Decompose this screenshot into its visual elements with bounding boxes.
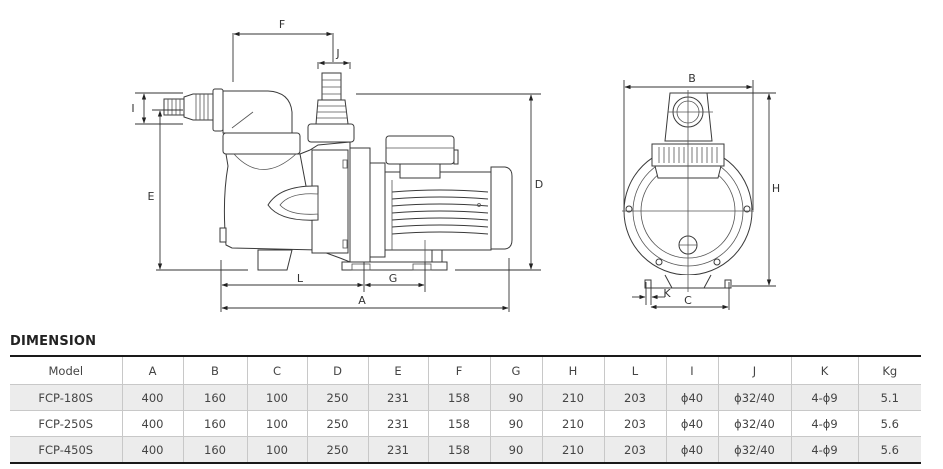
dim-label-I: I [131, 102, 134, 115]
column-header-c: C [246, 356, 308, 385]
column-header-k: K [790, 356, 859, 385]
cell-b: 160 [182, 384, 248, 411]
dim-label-A: A [358, 294, 366, 307]
strainer-lid [222, 132, 301, 155]
cell-l: 203 [603, 436, 667, 463]
dim-label-L: L [297, 272, 304, 285]
pump-dimension-drawing: F J I E D L G A [131, 18, 780, 312]
dim-label-G: G [389, 272, 398, 285]
cell-kg: 5.6 [857, 436, 921, 463]
cell-j: ϕ32/40 [717, 410, 792, 437]
dim-label-J: J [335, 47, 339, 60]
cell-f: 158 [427, 436, 491, 463]
cell-i: ϕ40 [665, 436, 719, 463]
cell-l: 203 [603, 384, 667, 411]
cell-c: 100 [246, 410, 308, 437]
cell-d: 250 [306, 436, 369, 463]
column-header-j: J [717, 356, 792, 385]
cell-model: FCP-450S [10, 436, 123, 463]
cell-kg: 5.6 [857, 410, 921, 437]
table-row: FCP-180S 400 160 100 250 231 158 90 210 … [10, 384, 921, 411]
cell-a: 400 [121, 384, 184, 411]
cell-g: 90 [489, 410, 543, 437]
fan-cover [490, 166, 513, 250]
cell-h: 210 [541, 384, 605, 411]
cell-i: ϕ40 [665, 410, 719, 437]
cell-j: ϕ32/40 [717, 384, 792, 411]
cell-a: 400 [121, 436, 184, 463]
table-header-row: Model A B C D E F G H L I J K Kg [10, 356, 921, 385]
cell-b: 160 [182, 436, 248, 463]
cell-g: 90 [489, 436, 543, 463]
cell-i: ϕ40 [665, 384, 719, 411]
dim-label-K: K [663, 287, 671, 300]
cell-model: FCP-180S [10, 384, 123, 411]
dim-label-H: H [772, 182, 780, 195]
dim-label-F: F [279, 18, 285, 31]
column-header-b: B [182, 356, 248, 385]
column-header-model: Model [10, 356, 123, 385]
cell-h: 210 [541, 436, 605, 463]
column-header-f: F [427, 356, 491, 385]
column-header-kg: Kg [857, 356, 921, 385]
column-header-i: I [665, 356, 719, 385]
dimension-table: Model A B C D E F G H L I J K Kg FCP-180… [10, 355, 921, 464]
front-view-pump [622, 90, 754, 292]
dim-label-B: B [688, 72, 696, 85]
motor-flange [369, 162, 386, 258]
strainer-foot [257, 249, 293, 271]
cell-e: 231 [367, 384, 429, 411]
dim-label-E: E [148, 190, 155, 203]
side-view-pump [163, 72, 513, 271]
cell-k: 4-ϕ9 [790, 384, 859, 411]
inlet-barb [163, 88, 224, 132]
cell-h: 210 [541, 410, 605, 437]
table-row: FCP-450S 400 160 100 250 231 158 90 210 … [10, 436, 921, 463]
cell-d: 250 [306, 410, 369, 437]
column-header-g: G [489, 356, 543, 385]
cell-e: 231 [367, 436, 429, 463]
column-header-h: H [541, 356, 605, 385]
cell-g: 90 [489, 384, 543, 411]
terminal-box [385, 135, 455, 165]
column-header-d: D [306, 356, 369, 385]
cell-kg: 5.1 [857, 384, 921, 411]
cell-l: 203 [603, 410, 667, 437]
cell-d: 250 [306, 384, 369, 411]
outlet-barb [307, 72, 355, 143]
table-row: FCP-250S 400 160 100 250 231 158 90 210 … [10, 410, 921, 437]
column-header-l: L [603, 356, 667, 385]
cell-k: 4-ϕ9 [790, 436, 859, 463]
cell-k: 4-ϕ9 [790, 410, 859, 437]
cell-model: FCP-250S [10, 410, 123, 437]
cell-e: 231 [367, 410, 429, 437]
column-header-e: E [367, 356, 429, 385]
dim-label-C: C [684, 294, 692, 307]
inlet-elbow [222, 90, 293, 134]
motor-base [341, 261, 448, 271]
side-view-dimensions: F J I E D L G A [131, 18, 543, 312]
cell-f: 158 [427, 384, 491, 411]
cell-a: 400 [121, 410, 184, 437]
cell-j: ϕ32/40 [717, 436, 792, 463]
section-title: DIMENSION [10, 334, 97, 349]
column-header-a: A [121, 356, 184, 385]
motor-fins [391, 189, 489, 235]
cell-c: 100 [246, 384, 308, 411]
cell-c: 100 [246, 436, 308, 463]
dim-label-D: D [535, 178, 543, 191]
cell-f: 158 [427, 410, 491, 437]
front-view-dimensions: B H K C [623, 72, 780, 310]
cell-b: 160 [182, 410, 248, 437]
